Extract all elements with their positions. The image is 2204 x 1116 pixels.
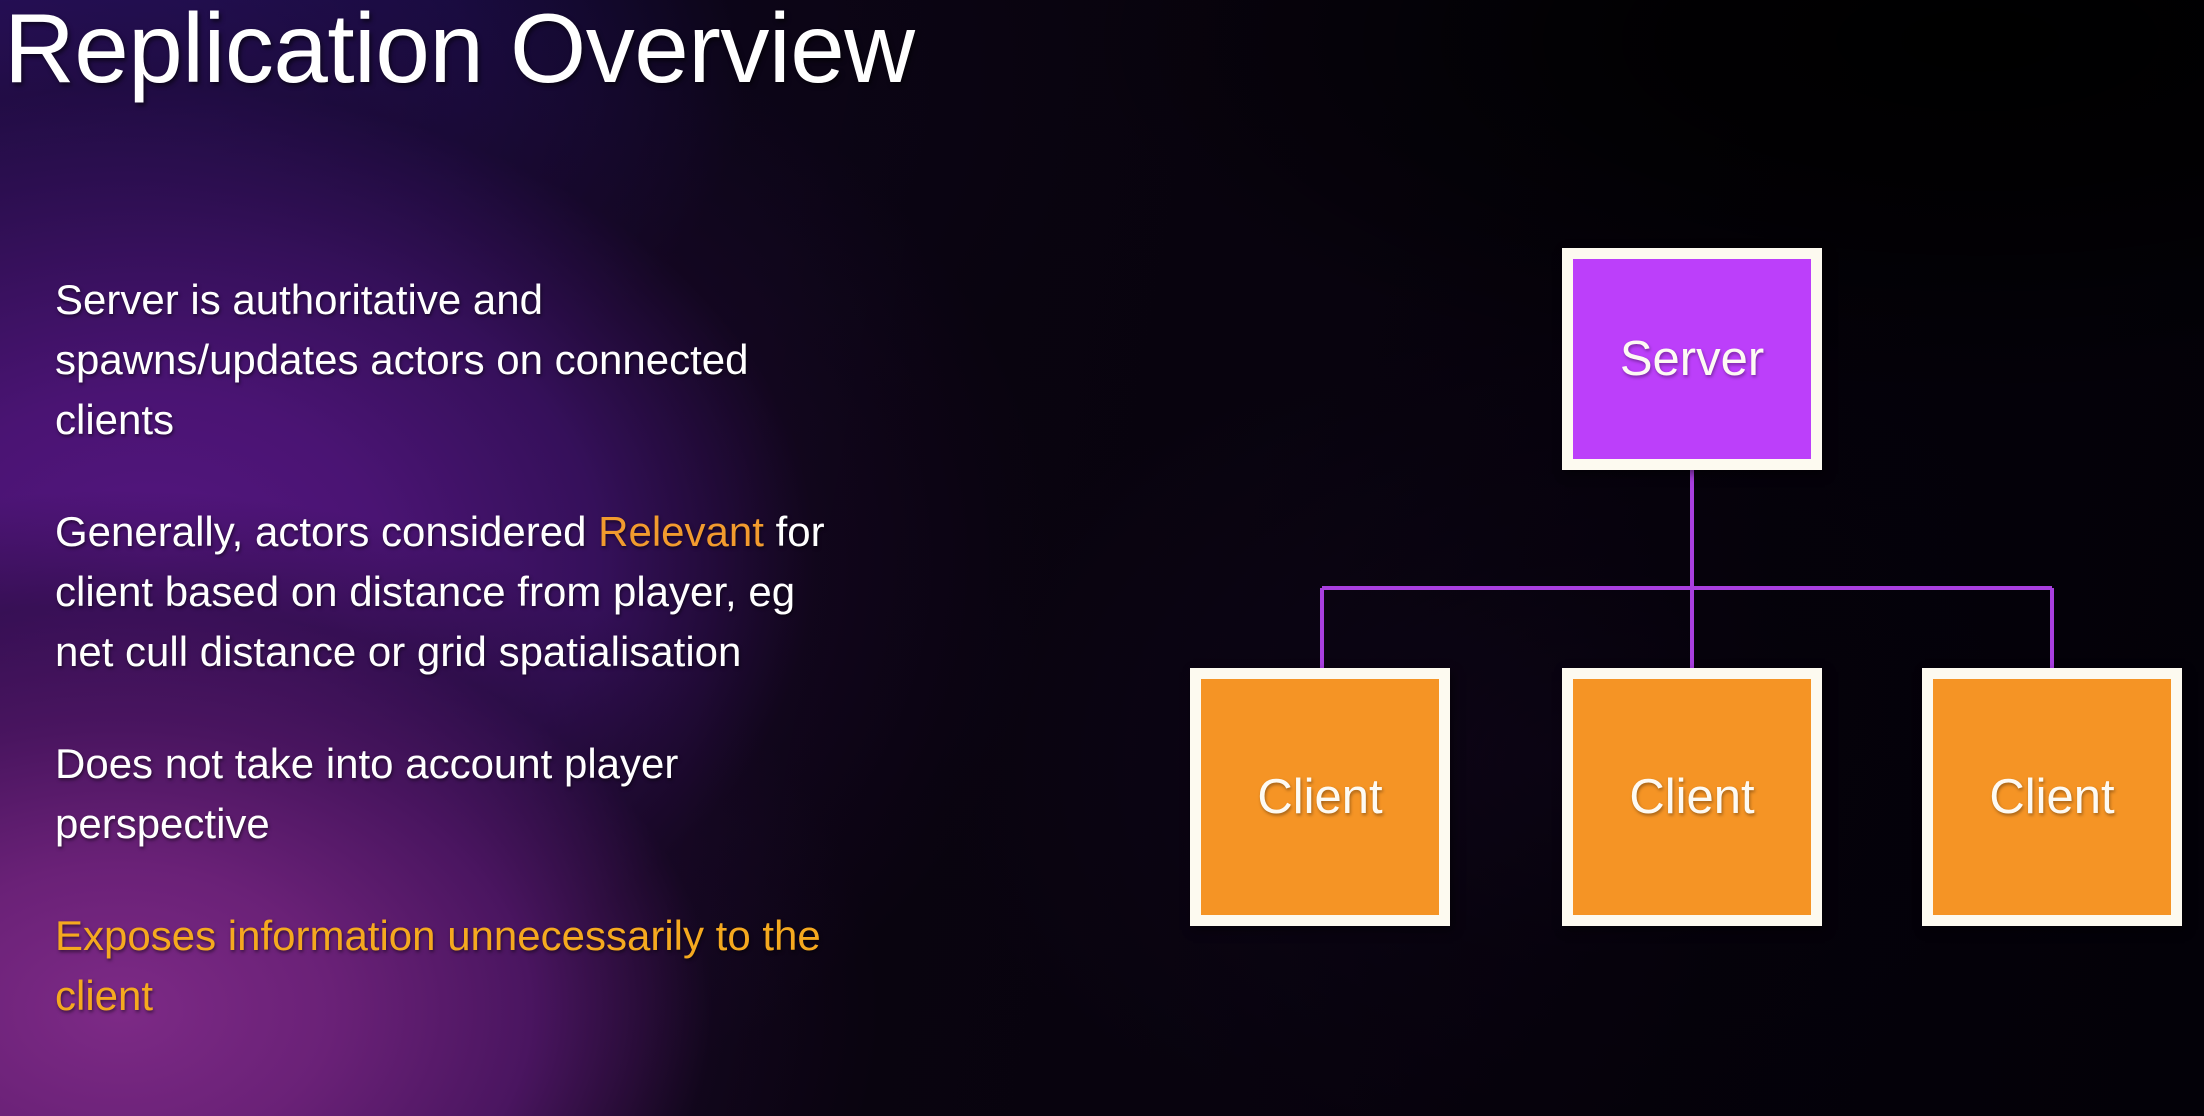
paragraph-authority: Server is authoritative and spawns/updat… — [55, 270, 855, 450]
relevant-highlight: Relevant — [598, 508, 764, 555]
paragraph-perspective: Does not take into account player perspe… — [55, 734, 855, 854]
node-client-1-label: Client — [1257, 770, 1383, 824]
body-copy: Server is authoritative and spawns/updat… — [55, 270, 855, 1026]
connector-lines — [1320, 470, 2054, 668]
node-client-1[interactable]: Client — [1190, 668, 1450, 926]
node-server[interactable]: Server — [1562, 248, 1822, 470]
replication-diagram: Server Client Client Client — [1150, 230, 2204, 960]
node-client-2-label: Client — [1629, 770, 1755, 824]
node-server-label: Server — [1619, 332, 1765, 386]
paragraph-perspective-text: Does not take into account player perspe… — [55, 740, 679, 847]
node-client-3[interactable]: Client — [1922, 668, 2182, 926]
paragraph-exposure-text: Exposes information unnecessarily to the… — [55, 912, 821, 1019]
paragraph-exposure: Exposes information unnecessarily to the… — [55, 906, 855, 1026]
paragraph-relevancy: Generally, actors considered Relevant fo… — [55, 502, 855, 682]
paragraph-relevancy-tail: for client based on distance from player… — [55, 508, 825, 675]
node-client-3-label: Client — [1989, 770, 2115, 824]
node-client-2[interactable]: Client — [1562, 668, 1822, 926]
paragraph-relevancy-lead: Generally, actors considered — [55, 508, 599, 555]
paragraph-authority-text: Server is authoritative and spawns/updat… — [55, 276, 749, 443]
slide-title: Replication Overview — [4, 0, 915, 103]
